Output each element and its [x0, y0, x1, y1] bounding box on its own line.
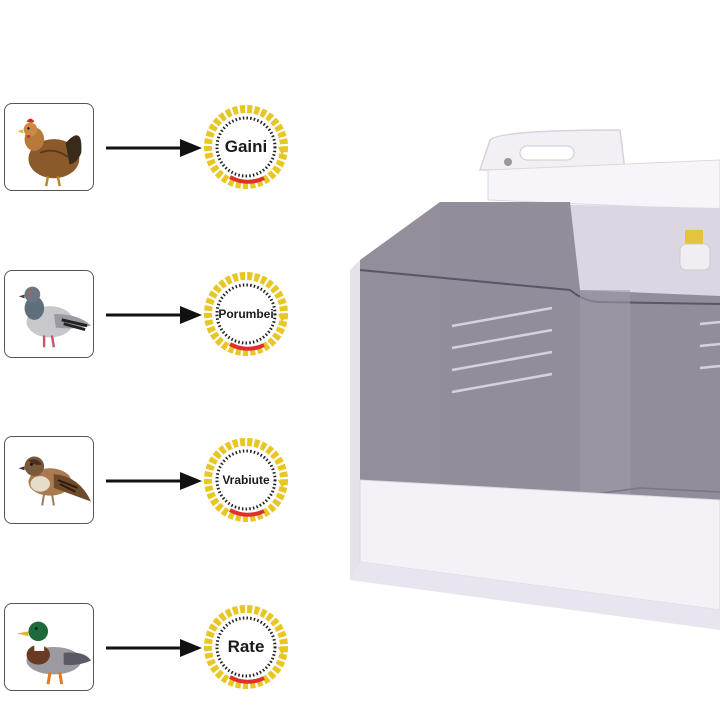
vent-line — [699, 364, 720, 370]
arrow-icon — [106, 306, 202, 324]
chicken-icon — [17, 118, 82, 187]
dial-label: Rate — [227, 637, 265, 656]
dial-porumbei: Porumbei — [200, 268, 292, 360]
sparrow-card — [4, 436, 94, 524]
screw-icon — [504, 158, 512, 166]
dial-label: Vrabiute — [222, 473, 270, 487]
vent-line — [699, 320, 720, 326]
vent-line — [451, 306, 553, 328]
pigeon-card — [4, 270, 94, 358]
dial-ring-icon — [204, 438, 288, 522]
sparrow-icon — [18, 456, 92, 506]
lid — [487, 159, 720, 211]
dial-ring-icon — [204, 272, 288, 356]
base — [359, 479, 720, 611]
dial-gaini: Gaini — [200, 101, 292, 193]
handle-slot — [519, 145, 575, 161]
animal-row-chicken: Gaini — [0, 103, 330, 195]
incubator-illustration — [350, 129, 720, 630]
arrow-icon — [106, 639, 202, 657]
pigeon-icon — [18, 286, 92, 348]
bulb-socket — [685, 230, 703, 244]
dial-rate: Rate — [200, 601, 292, 693]
dial-ring-icon — [204, 605, 288, 689]
vent-line — [451, 350, 553, 372]
duck-icon — [16, 621, 92, 685]
chicken-card — [4, 103, 94, 191]
dial-label: Gaini — [224, 137, 268, 156]
arrow-icon — [106, 472, 202, 490]
bulb-icon — [679, 243, 711, 271]
vent-line — [451, 328, 553, 350]
duck-card — [4, 603, 94, 691]
dial-vrabiute: Vrabiute — [200, 434, 292, 526]
arrow-icon — [106, 139, 202, 157]
animal-row-duck: Rate — [0, 603, 330, 695]
base-shadow — [350, 562, 720, 630]
side-frame — [350, 260, 360, 580]
dial-ring-icon — [204, 105, 288, 189]
inner-divider — [580, 290, 630, 496]
animal-row-pigeon: Porumbei — [0, 270, 330, 362]
vent-line — [451, 372, 553, 394]
dial-label: Porumbei — [218, 307, 274, 321]
vent-line — [699, 342, 720, 348]
animal-row-sparrow: Vrabiute — [0, 436, 330, 528]
